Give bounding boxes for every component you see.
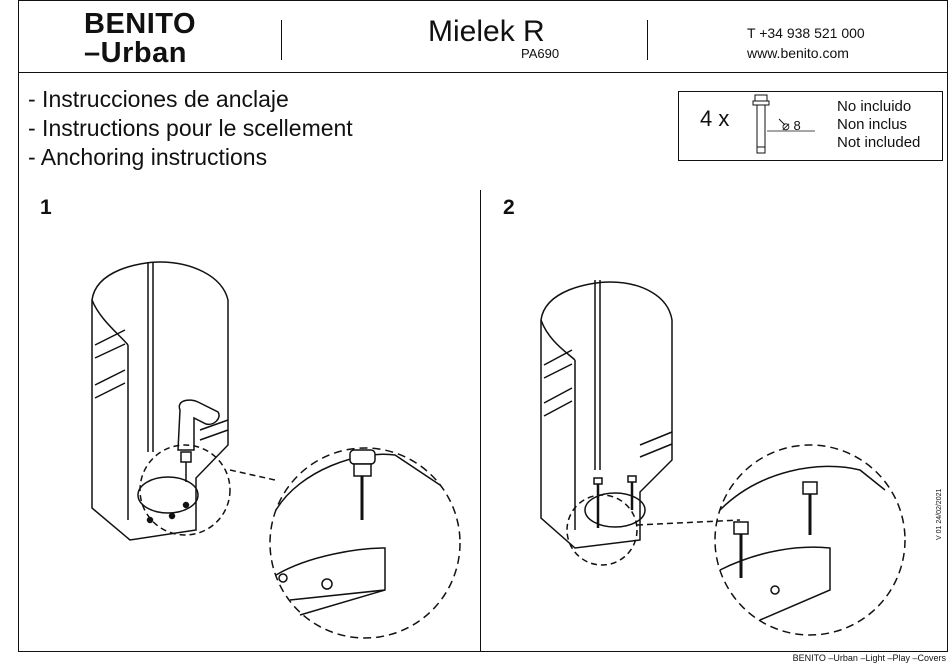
footer-brands: BENITO –Urban –Light –Play –Covers — [792, 653, 946, 663]
instruction-es: - Instrucciones de anclaje — [28, 86, 289, 112]
diameter-value: 8 — [793, 118, 801, 133]
parts-box — [678, 91, 943, 161]
bolt-diameter: ⌀ 8 — [782, 118, 801, 134]
header-divider — [18, 72, 948, 73]
step-2-illustration — [540, 280, 906, 636]
product-title: Mielek R — [428, 15, 545, 48]
phone-number: T +34 938 521 000 — [747, 25, 865, 41]
bolt-quantity: 4 x — [700, 106, 730, 131]
page-frame — [18, 0, 948, 652]
not-included-notes: No incluido Non inclus Not included — [837, 98, 920, 152]
instruction-headings: - Instrucciones de anclaje - Instruction… — [28, 85, 353, 172]
instruction-fr: - Instructions pour le scellement — [28, 115, 353, 141]
brand-name: BENITO — [84, 8, 197, 40]
contact-info: T +34 938 521 000 www.benito.com — [747, 23, 865, 63]
step-number-1: 1 — [40, 196, 52, 219]
website-link: www.benito.com — [747, 45, 849, 61]
header-separator-left — [281, 20, 282, 60]
note-fr: Non inclus — [837, 116, 908, 133]
brand-division: –Urban — [84, 37, 187, 69]
step-number-2: 2 — [503, 196, 515, 219]
steps-divider — [480, 190, 481, 652]
anchor-bolt-icon — [752, 94, 815, 154]
product-code: PA690 — [521, 46, 560, 61]
note-en: Not included — [837, 134, 921, 151]
brand-logo: BENITO –Urban — [84, 10, 196, 68]
step-1-illustration — [91, 261, 461, 639]
instruction-en: - Anchoring instructions — [28, 144, 268, 170]
note-es: No incluido — [837, 98, 912, 115]
version-stamp: V 01 24/02/2021 — [936, 488, 943, 540]
header-separator-right — [647, 20, 648, 60]
diameter-symbol: ⌀ — [782, 118, 790, 133]
